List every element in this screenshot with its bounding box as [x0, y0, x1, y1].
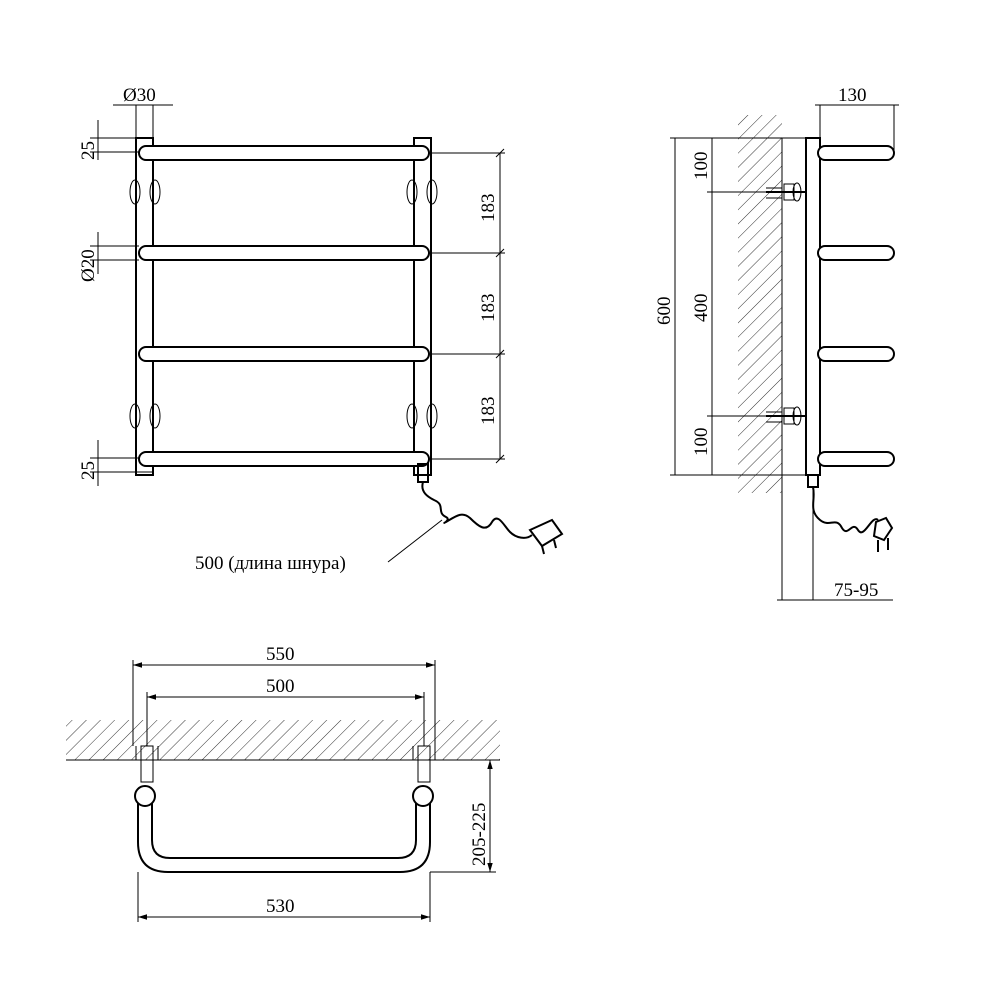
bottom-offset-label: 25 [78, 461, 99, 480]
u-pipe-outer [137, 800, 431, 873]
side-bar [817, 346, 895, 362]
wall-gap-label: 75-95 [834, 580, 878, 601]
mount-flange [129, 179, 141, 205]
crossbar [138, 145, 430, 161]
mount-center-label: 500 [266, 676, 295, 697]
mount-flange [406, 403, 418, 429]
spacing-label-1: 183 [478, 194, 499, 223]
post-diameter-label: Ø30 [123, 85, 156, 106]
crossbar [138, 245, 430, 261]
mount-top-label: 100 [691, 152, 712, 181]
side-view: 130 600 100 400 100 75-95 [654, 85, 899, 601]
pipe-joint [134, 785, 156, 807]
side-plug-icon [872, 516, 894, 552]
crossbar [138, 451, 430, 467]
left-post [135, 137, 154, 476]
depth-label: 130 [838, 85, 867, 106]
mount-bottom-label: 100 [691, 428, 712, 457]
power-cord [421, 481, 533, 539]
front-view: 500 (длина шнура) Ø30 25 Ø20 25 183 183 [78, 85, 564, 574]
side-bar [817, 145, 895, 161]
wall-mount [766, 182, 806, 202]
side-post [805, 137, 821, 476]
mount-flange [149, 179, 161, 205]
spacing-label-3: 183 [478, 397, 499, 426]
top-offset-label: 25 [78, 141, 99, 160]
top-view: 550 500 530 205-225 [66, 644, 500, 922]
mount-flange [129, 403, 141, 429]
wall-mount [766, 406, 806, 426]
u-pipe-inner [151, 800, 417, 859]
right-post [413, 137, 432, 476]
wall-hatch-top [66, 720, 500, 760]
projection-label: 205-225 [469, 803, 490, 866]
mount-between-label: 400 [691, 294, 712, 323]
pipe-joint [412, 785, 434, 807]
spacing-label-2: 183 [478, 294, 499, 323]
leader-line [387, 519, 443, 563]
side-bar [817, 245, 895, 261]
mount-flange [149, 403, 161, 429]
wall-hatch [738, 115, 782, 493]
mount-flange [426, 403, 438, 429]
bar-diameter-label: Ø20 [78, 249, 99, 282]
bottom-width-label: 530 [266, 896, 295, 917]
height-label: 600 [654, 297, 675, 326]
overall-width-label: 550 [266, 644, 295, 665]
mount-flange [406, 179, 418, 205]
side-bar [817, 451, 895, 467]
mount-flange [426, 179, 438, 205]
cord-length-label: 500 (длина шнура) [195, 553, 346, 574]
side-power-cord [812, 486, 879, 534]
crossbar [138, 346, 430, 362]
plug-icon [528, 518, 564, 555]
